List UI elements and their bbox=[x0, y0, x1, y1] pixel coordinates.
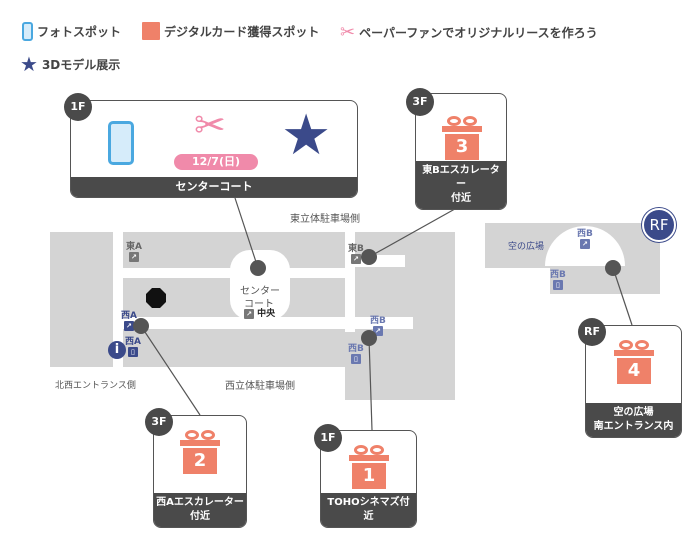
legend-paper-label: ペーパーファンでオリジナルリースを作ろう bbox=[359, 26, 598, 40]
toilet-icon bbox=[146, 288, 166, 308]
gift-icon: 4 bbox=[614, 340, 654, 384]
legend-model-label: 3Dモデル展示 bbox=[41, 57, 121, 72]
spot-card-3[interactable]: 3 東Bエスカレーター付近 bbox=[415, 93, 507, 210]
east-a-label: 東A bbox=[126, 242, 142, 252]
east-b-marker[interactable] bbox=[361, 249, 377, 265]
escalator-icon: ↗ bbox=[350, 254, 361, 264]
gift-icon: 1 bbox=[349, 445, 389, 489]
west-parking-label: 西立体駐車場側 bbox=[225, 381, 295, 392]
legend-3d-model: ★ 3Dモデル展示 bbox=[20, 52, 120, 76]
gift-icon: 2 bbox=[180, 430, 220, 474]
legend-card-label: デジタルカード獲得スポット bbox=[164, 24, 320, 39]
spot-label: センターコート bbox=[71, 177, 357, 197]
west-b-marker[interactable] bbox=[361, 330, 377, 346]
legend-paper-fan: ✂ ペーパーファンでオリジナルリースを作ろう bbox=[340, 22, 598, 43]
escalator-icon: ↗ bbox=[372, 326, 383, 336]
center-court-label-2: コート bbox=[244, 299, 274, 310]
west-a-marker[interactable] bbox=[133, 318, 149, 334]
spot-label: TOHOシネマズ付近 bbox=[327, 497, 410, 522]
star-icon: ★ bbox=[20, 52, 38, 76]
rf-west-b-elevator-label: 西B bbox=[550, 270, 566, 280]
nw-entrance-label: 北西エントランス側 bbox=[55, 381, 136, 391]
floor-badge: 1F bbox=[64, 93, 92, 121]
scissors-icon: ✂ bbox=[340, 22, 356, 43]
west-b-label: 西B bbox=[370, 316, 386, 326]
escalator-icon: ↗ bbox=[128, 252, 139, 262]
central-escalator-label: 中央 bbox=[257, 309, 276, 319]
floor-badge: 1F bbox=[314, 424, 342, 452]
gift-icon bbox=[142, 22, 160, 40]
phone-icon bbox=[108, 121, 134, 165]
star-icon: ★ bbox=[281, 103, 332, 168]
elevator-icon: ▯ bbox=[552, 280, 563, 290]
spot-label: 空の広場 bbox=[613, 407, 654, 418]
center-court-marker[interactable] bbox=[250, 260, 266, 276]
escalator-icon: ↗ bbox=[244, 309, 254, 319]
gift-icon: 3 bbox=[442, 116, 482, 160]
rf-floor-badge: RF bbox=[642, 208, 676, 242]
sky-plaza-label: 空の広場 bbox=[508, 242, 545, 252]
spot-card-center-court[interactable]: ✂ 12/7(日) ★ センターコート bbox=[70, 100, 358, 198]
east-parking-label: 東立体駐車場側 bbox=[290, 214, 360, 225]
floor-badge: 3F bbox=[406, 88, 434, 116]
spot-label-2: 付近 bbox=[451, 193, 471, 204]
scissors-icon: ✂ bbox=[194, 103, 226, 147]
floor-badge: 3F bbox=[145, 408, 173, 436]
spot-card-2[interactable]: 2 西Aエスカレーター付近 bbox=[153, 415, 247, 528]
info-icon: i bbox=[108, 341, 126, 359]
escalator-icon: ↗ bbox=[123, 321, 134, 331]
escalator-icon: ↗ bbox=[579, 239, 590, 249]
floor-badge: RF bbox=[578, 318, 606, 346]
legend-photo-spot: フォトスポット bbox=[22, 22, 121, 41]
legend-card-spot: デジタルカード獲得スポット bbox=[142, 22, 319, 40]
spot-label-2: 南エントランス内 bbox=[593, 421, 674, 432]
phone-icon bbox=[22, 22, 33, 41]
east-b-label: 東B bbox=[348, 244, 364, 254]
elevator-icon: ▯ bbox=[127, 347, 138, 357]
rf-marker[interactable] bbox=[605, 260, 621, 276]
west-a-label: 西A bbox=[121, 311, 137, 321]
spot-label: 東Bエスカレーター bbox=[422, 165, 500, 190]
west-a-elevator-label: 西A bbox=[125, 337, 141, 347]
spot-label: 西Aエスカレーター bbox=[156, 497, 244, 508]
event-date-pill: 12/7(日) bbox=[174, 154, 258, 170]
center-court-label: センター bbox=[240, 286, 280, 297]
rf-west-b-label: 西B bbox=[577, 229, 593, 239]
spot-label-2: 付近 bbox=[190, 511, 210, 522]
legend-photo-label: フォトスポット bbox=[37, 25, 122, 39]
elevator-icon: ▯ bbox=[350, 354, 361, 364]
spot-card-1[interactable]: 1 TOHOシネマズ付近 bbox=[320, 430, 417, 528]
spot-card-4[interactable]: 4 空の広場南エントランス内 bbox=[585, 325, 682, 438]
west-b-elevator-label: 西B bbox=[348, 344, 364, 354]
